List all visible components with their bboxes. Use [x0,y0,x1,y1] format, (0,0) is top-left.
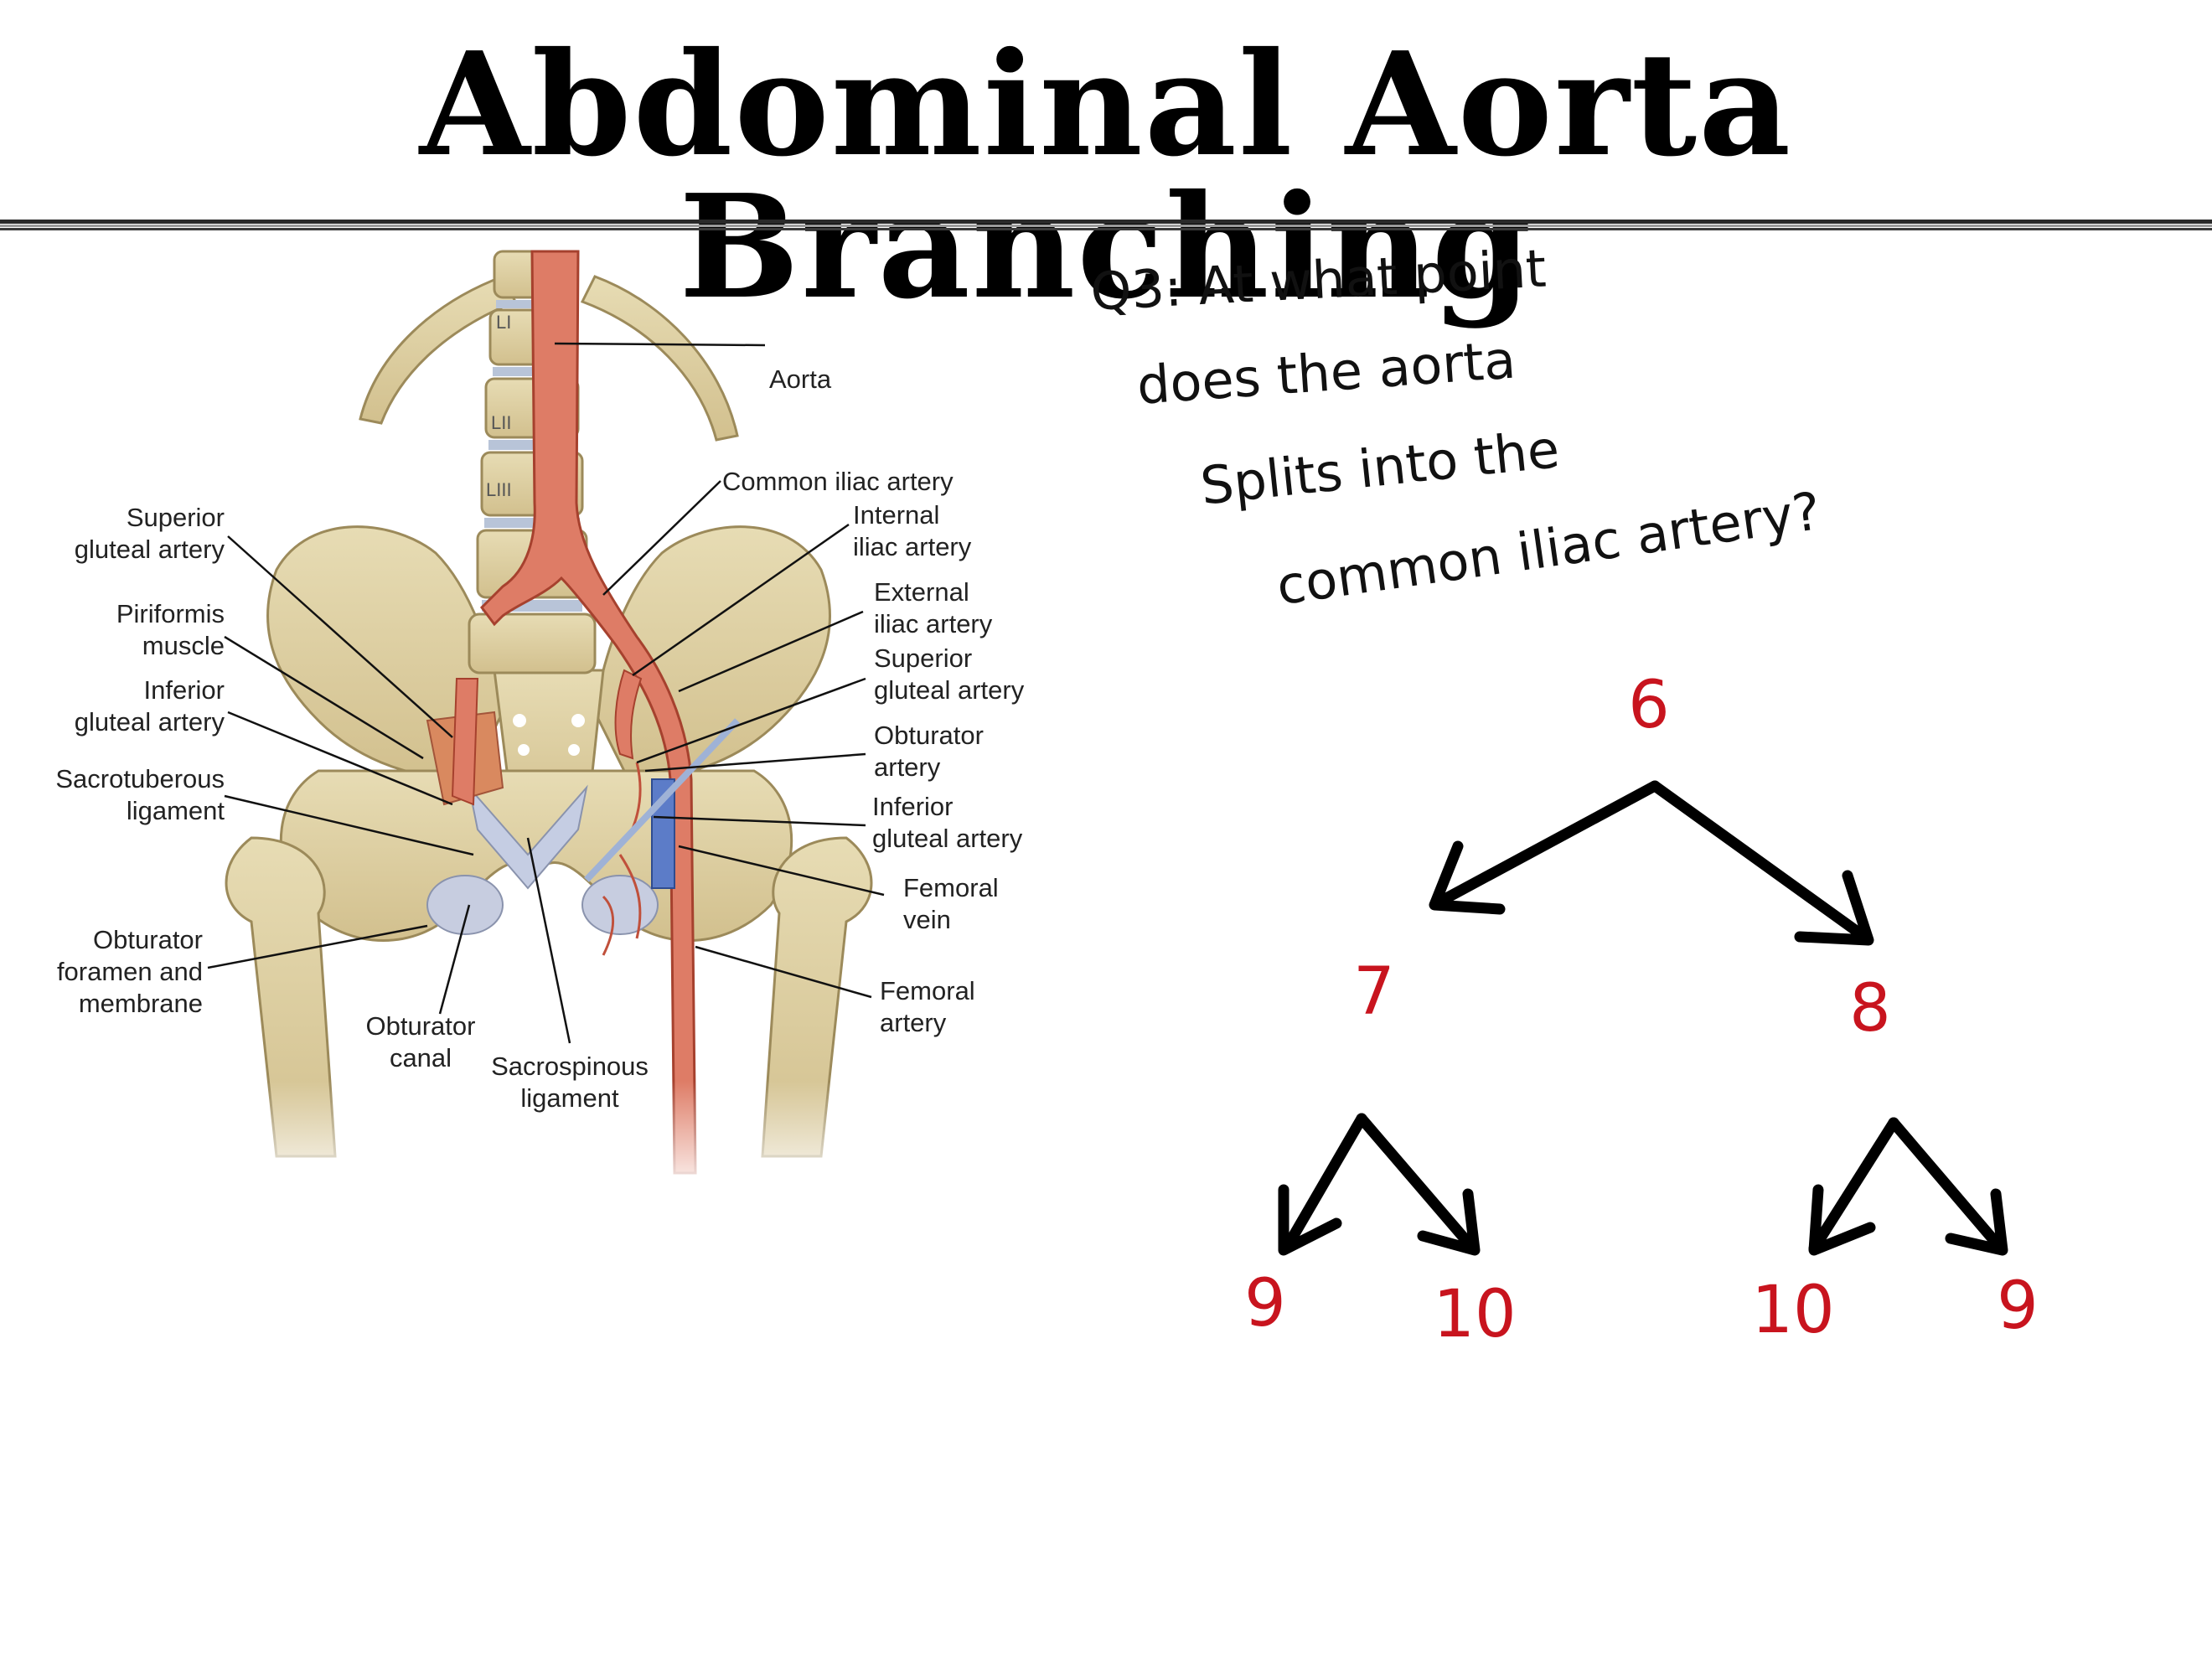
title-divider [0,220,2212,231]
tree-leaf-4: 9 [1997,1269,2039,1344]
label-femoral-vein-line2: vein [903,905,951,934]
question-line-3: Splits into the [1197,418,1563,517]
label-obturator-foramen-line1: Obturator [93,925,203,954]
vertebra-label-l2: LII [491,412,511,433]
label-superior-gluteal-right-line2: gluteal artery [874,675,1025,705]
label-femoral-artery-line1: Femoral [880,976,975,1005]
label-inferior-gluteal-right-line1: Inferior [872,792,953,821]
label-inferior-gluteal-right-line2: gluteal artery [872,824,1023,853]
label-obturator-canal-line2: canal [390,1043,452,1072]
label-inferior-gluteal-left-line2: gluteal artery [75,707,225,736]
label-sacrospinous-line1: Sacrospinous [491,1052,649,1081]
label-sacrotuberous-line2: ligament [127,796,225,825]
label-internal-iliac-line2: iliac artery [853,532,972,561]
label-obturator-foramen-line3: membrane [79,989,203,1018]
tree-node-right: 8 [1849,971,1891,1047]
arrow-root-to-left [1429,780,1661,915]
label-femoral-artery-line2: artery [880,1008,947,1037]
pelvis-anatomy-figure: LI LII LIII Aorta Common iliac artery In [0,250,1072,1198]
tree-node-root: 6 [1628,668,1670,743]
arrow-root-to-right [1649,780,1874,946]
label-obturator-artery-line2: artery [874,752,941,782]
label-piriformis-line1: Piriformis [116,599,225,628]
tree-node-left: 7 [1353,954,1395,1030]
label-aorta: Aorta [769,364,832,394]
vertebra-label-l1: LI [496,312,511,333]
label-common-iliac-artery: Common iliac artery [722,467,954,496]
label-external-iliac-line2: iliac artery [874,609,993,638]
arrow-right-to-10 [1808,1117,1899,1256]
label-internal-iliac-line1: Internal [853,500,939,530]
vertebra-label-l3: LIII [486,479,512,500]
label-piriformis-line2: muscle [142,631,225,660]
arrow-left-to-10 [1356,1113,1481,1256]
slide-title: Abdominal Aorta Branching [419,21,1793,331]
arrow-right-to-9 [1888,1117,2008,1256]
tree-leaf-2: 10 [1433,1277,1516,1352]
label-obturator-canal-line1: Obturator [366,1011,476,1041]
tree-leaf-3: 10 [1751,1273,1834,1348]
label-obturator-artery-line1: Obturator [874,721,984,750]
branching-tree: 6 7 8 9 10 10 9 [1244,668,2039,1352]
label-sacrotuberous-line1: Sacrotuberous [55,764,225,793]
label-sacrospinous-line2: ligament [520,1083,619,1113]
label-femoral-vein-line1: Femoral [903,873,999,902]
question-line-2: does the aorta [1134,328,1518,416]
aorta-vessels [451,250,740,1175]
label-inferior-gluteal-left-line1: Inferior [144,675,225,705]
question-line-4: common iliac artery? [1273,480,1825,618]
label-obturator-foramen-line2: foramen and [57,957,203,986]
label-superior-gluteal-left-line2: gluteal artery [75,535,225,564]
label-superior-gluteal-left-line1: Superior [127,503,225,532]
tree-leaf-1: 9 [1244,1266,1286,1341]
label-superior-gluteal-right-line1: Superior [874,643,972,673]
leader-lines [207,342,885,1044]
label-external-iliac-line1: External [874,577,969,607]
arrow-left-to-9 [1278,1113,1367,1256]
